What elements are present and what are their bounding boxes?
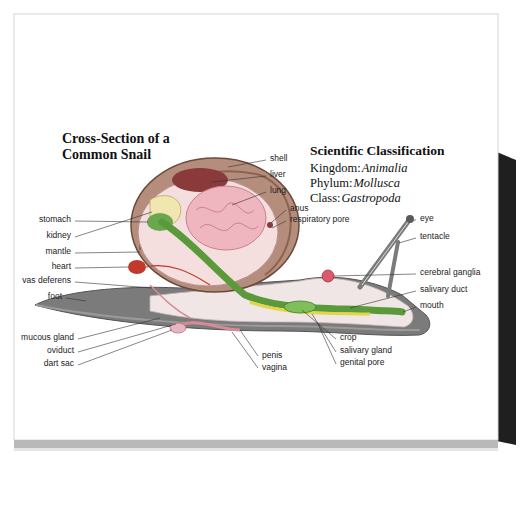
part-label: cerebral ganglia: [420, 268, 480, 278]
part-label: eye: [420, 214, 434, 224]
plaque-face: [14, 14, 498, 440]
rank-name: Phylum:: [310, 176, 352, 190]
blood-vessel: [146, 266, 210, 285]
leader-line: [334, 274, 416, 276]
part-label: oviduct: [47, 346, 74, 356]
lung: [186, 186, 266, 250]
leader-line: [232, 192, 266, 205]
part-label: mouth: [420, 301, 444, 311]
leader-line: [414, 220, 416, 221]
part-label: salivary duct: [420, 285, 467, 295]
digestive-tract: [162, 222, 402, 312]
heart: [128, 260, 146, 274]
part-label: mucous gland: [21, 333, 74, 343]
lower-tentacle: [388, 242, 398, 296]
leader-line: [318, 324, 336, 364]
part-label: liver: [270, 170, 286, 180]
leader-line: [240, 330, 258, 356]
leader-line: [75, 212, 152, 237]
part-label: genital pore: [340, 358, 384, 368]
rank-name: Class:: [310, 191, 341, 205]
leader-line: [75, 282, 152, 288]
plaque-shadow: [14, 448, 498, 451]
part-label: tentacle: [420, 232, 450, 242]
part-label: stomach: [39, 215, 71, 225]
part-label: crop: [340, 333, 357, 343]
leader-line: [75, 267, 128, 268]
lung-vessels: [196, 203, 258, 231]
dart-sac: [170, 323, 186, 333]
vas-deferens: [150, 285, 190, 318]
plaque-edge: [14, 440, 498, 448]
leader-line: [350, 291, 416, 308]
leader-line: [78, 324, 176, 352]
leader-line: [272, 221, 286, 228]
leader-line: [271, 210, 286, 223]
part-label: shell: [270, 154, 287, 164]
leader-line: [312, 314, 336, 352]
mantle-cavity: [138, 178, 278, 286]
salivary-gland: [250, 302, 370, 314]
leader-line: [228, 160, 266, 167]
rank-name: Kingdom:: [310, 161, 361, 175]
leader-line: [399, 238, 416, 243]
cerebral-ganglia: [322, 270, 334, 282]
eye-tentacle: [360, 219, 410, 287]
crop: [284, 301, 316, 313]
eye: [406, 215, 414, 223]
tentacle-nerve: [362, 222, 408, 285]
part-label: penis: [262, 351, 282, 361]
leader-line: [302, 310, 336, 339]
part-label: dart sac: [44, 359, 74, 369]
part-label: salivary gland: [340, 346, 392, 356]
taxon-name: Animalia: [362, 161, 408, 175]
taxon-name: Mollusca: [353, 176, 400, 190]
part-label: foot: [48, 292, 62, 302]
part-label: anus: [290, 204, 308, 214]
reproductive-organs: [180, 323, 240, 330]
leader-line: [212, 176, 266, 182]
part-label: mantle: [45, 247, 71, 257]
leader-line: [403, 307, 416, 312]
part-label: kidney: [46, 231, 71, 241]
anus: [267, 222, 273, 228]
leader-line: [78, 318, 160, 339]
leader-line: [66, 298, 86, 301]
part-label: vas deferens: [22, 276, 71, 286]
diagram-title: Cross-Section of a Common Snail: [62, 131, 202, 163]
leader-lines: [66, 160, 416, 368]
classification-heading: Scientific Classification: [310, 143, 445, 159]
part-label: lung: [270, 186, 286, 196]
leader-line: [75, 221, 148, 222]
leader-line: [75, 252, 140, 253]
part-label: heart: [52, 262, 71, 272]
part-label: vagina: [262, 363, 287, 373]
taxon-name: Gastropoda: [342, 191, 401, 205]
part-label: respiratory pore: [290, 215, 350, 225]
